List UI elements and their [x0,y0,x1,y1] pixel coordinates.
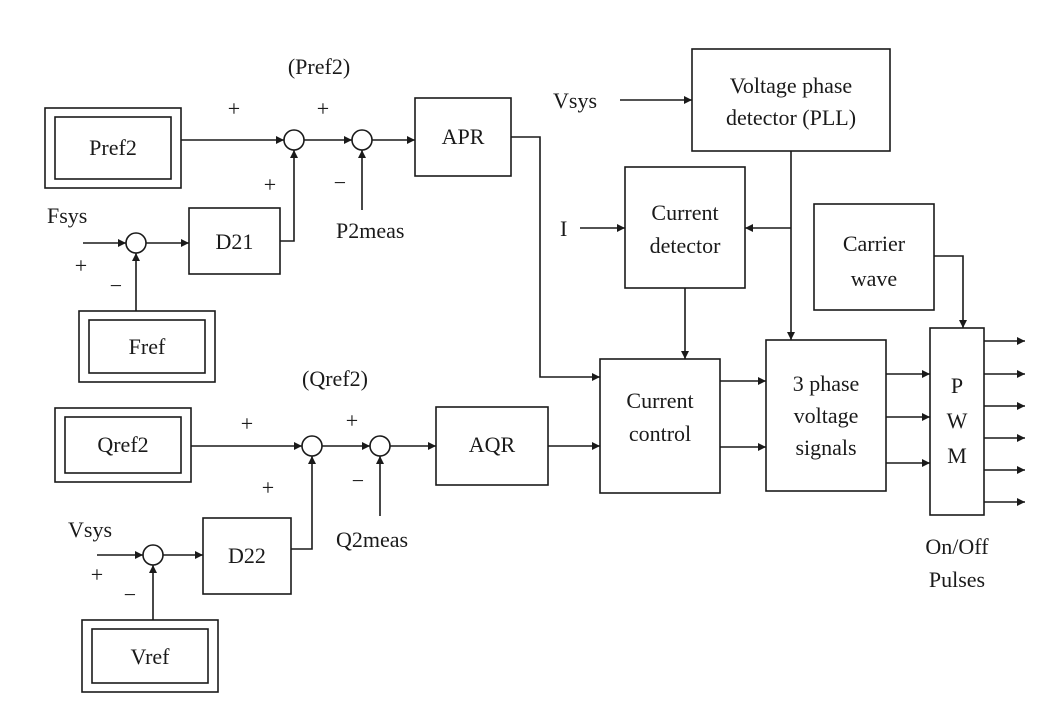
current-detector-label-line2: detector [650,233,722,258]
sum5-minus-bottom: − [352,468,364,493]
summing-junction-p2 [351,129,373,151]
fref-source-label: Fref [129,334,166,359]
pwm-label-p: P [951,373,963,398]
current-detector-block: Current detector [624,166,746,289]
carrier-wave-label-line2: wave [851,266,897,291]
output-label-line2: Pulses [929,567,985,592]
current-input-label: I [560,216,567,241]
carrier-wave-label-line1: Carrier [843,231,906,256]
summing-junction-v [142,544,164,566]
summing-junction-f [125,232,147,254]
sum6-plus-left: + [91,562,103,587]
fsys-input-label: Fsys [47,203,87,228]
pwm-label-m: M [947,443,967,468]
aqr-block: AQR [435,406,549,486]
pwm-block: P W M [929,327,985,516]
sum4-plus-left: + [241,411,253,436]
vref-source-label: Vref [131,644,171,669]
sum6-minus-bottom: − [124,582,136,607]
three-phase-label-line1: 3 phase [793,371,860,396]
sum2-plus-left: + [317,96,329,121]
d22-to-sum4-arrow [291,456,316,550]
carrier-wave-block: Carrier wave [813,203,935,311]
p2meas-input-label: P2meas [336,218,404,243]
summing-junction-q1 [301,435,323,457]
pref2-source-block: Pref2 [44,107,182,189]
pref2-node-label: (Pref2) [288,54,350,79]
d21-block: D21 [188,207,281,275]
carrier-to-pwm-arrow [934,255,967,328]
apr-to-current-control-arrow [511,136,600,381]
current-control-label-line2: control [629,421,691,446]
qref2-node-label: (Qref2) [302,366,368,391]
pll-label-line2: detector (PLL) [726,105,856,130]
fref-source-block: Fref [78,310,216,383]
qref2-source-label: Qref2 [97,432,148,457]
vref-source-block: Vref [81,619,219,693]
current-control-label-line1: Current [626,388,693,413]
sum4-plus-bottom: + [262,475,274,500]
sum2-minus-bottom: − [334,170,346,195]
vsys-top-input-label: Vsys [553,88,597,113]
summing-junction-q2 [369,435,391,457]
vsys-lower-input-label: Vsys [68,517,112,542]
three-phase-block: 3 phase voltage signals [765,339,887,492]
d21-to-sum1-arrow [280,150,298,242]
current-control-block: Current control [599,358,721,494]
sum3-plus-left: + [75,253,87,278]
apr-label: APR [442,124,485,149]
current-detector-label-line1: Current [651,200,718,225]
pll-block: Voltage phase detector (PLL) [691,48,891,152]
pref2-source-label: Pref2 [89,135,137,160]
sum5-plus-left: + [346,408,358,433]
d22-label: D22 [228,543,266,568]
q2meas-input-label: Q2meas [336,527,408,552]
sum1-plus-bottom: + [264,172,276,197]
apr-block: APR [414,97,512,177]
qref2-source-block: Qref2 [54,407,192,483]
three-phase-label-line2: voltage [794,403,859,428]
aqr-label: AQR [469,432,516,457]
pll-label-line1: Voltage phase [730,73,852,98]
output-label-line1: On/Off [925,534,989,559]
sum3-minus-bottom: − [110,273,122,298]
pwm-label-w: W [947,408,968,433]
d21-label: D21 [216,229,254,254]
summing-junction-p1 [283,129,305,151]
sum1-plus-left: + [228,96,240,121]
d22-block: D22 [202,517,292,595]
three-phase-label-line3: signals [795,435,856,460]
